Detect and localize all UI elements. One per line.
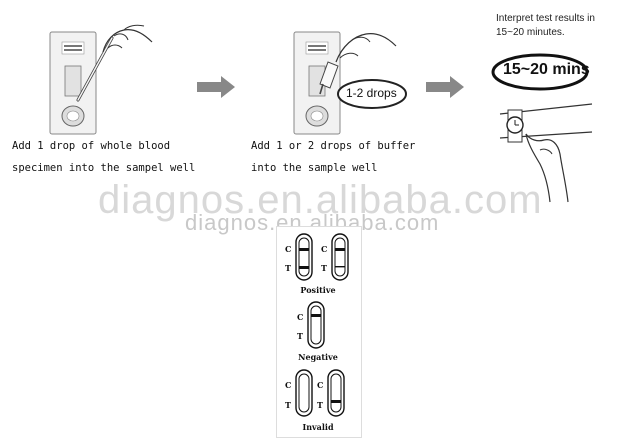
step1-illustration xyxy=(49,24,153,135)
step1-line2: specimen into the sampel well xyxy=(12,162,196,174)
drops-badge xyxy=(337,79,407,109)
invalid-c-label-1: C xyxy=(285,380,292,390)
step1-line1: Add 1 drop of whole blood xyxy=(12,140,171,152)
negative-c-label: C xyxy=(297,312,304,322)
timer-label: 15~20 mins xyxy=(503,61,590,78)
invalid-strips xyxy=(295,369,345,417)
arrow-right-icon xyxy=(197,76,235,98)
timer-badge xyxy=(491,53,589,91)
drops-label: 1-2 drops xyxy=(346,86,397,100)
step2-line1: Add 1 or 2 drops of buffer xyxy=(251,140,416,152)
step2-line2: into the sample well xyxy=(251,162,378,174)
invalid-t-label-1: T xyxy=(285,400,291,410)
positive-strips xyxy=(295,233,349,281)
interpret-line2: 15~20 minutes. xyxy=(496,27,565,38)
interpret-note: Interpret test results in 15~20 minutes. xyxy=(496,12,595,40)
arrow-right-icon xyxy=(426,76,464,98)
step2-instruction: Add 1 or 2 drops of buffer into the samp… xyxy=(251,135,415,179)
negative-t-label: T xyxy=(297,331,303,341)
negative-strip xyxy=(307,301,325,349)
invalid-label: Invalid xyxy=(302,422,334,432)
watermark-large: diagnos.en.alibaba.com xyxy=(98,178,543,222)
step1-instruction: Add 1 drop of whole blood specimen into … xyxy=(12,135,195,179)
watch-hand-illustration xyxy=(499,103,593,203)
positive-t-label-1: T xyxy=(285,263,291,273)
positive-t-label-2: T xyxy=(321,263,327,273)
step2-illustration xyxy=(293,31,397,135)
invalid-t-label-2: T xyxy=(317,400,323,410)
negative-label: Negative xyxy=(298,352,338,362)
interpret-line1: Interpret test results in xyxy=(496,13,595,24)
positive-c-label-2: C xyxy=(321,244,328,254)
positive-label: Positive xyxy=(300,285,336,295)
positive-c-label-1: C xyxy=(285,244,292,254)
invalid-c-label-2: C xyxy=(317,380,324,390)
